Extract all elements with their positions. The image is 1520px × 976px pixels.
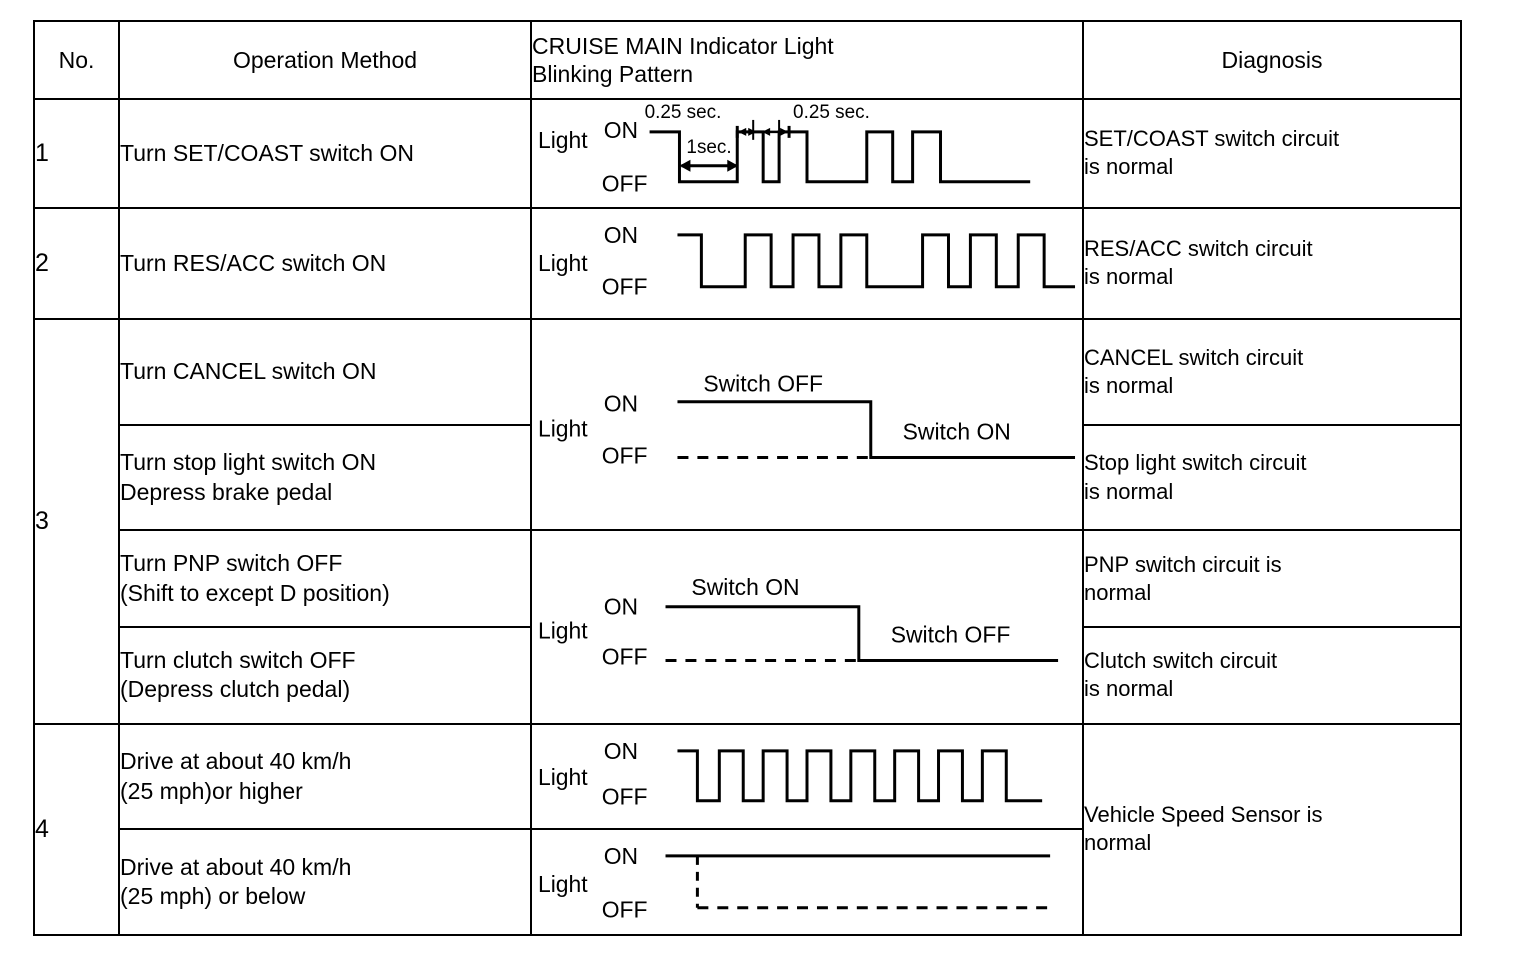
switch-on-label: Switch ON: [903, 419, 1011, 445]
off-label: OFF: [602, 783, 648, 809]
on-label: ON: [604, 117, 638, 143]
row-number-1: 1: [33, 98, 120, 209]
table-row: 3 Turn CANCEL switch ON Light ON OFF Swi…: [33, 318, 1462, 725]
waveform-row3-cancel: Light ON OFF Switch OFF Switch ON: [530, 318, 1084, 532]
header-diagnosis: Diagnosis: [1082, 20, 1462, 100]
waveform-row3-pnp: Light ON OFF Switch ON Switch OFF: [530, 529, 1084, 725]
off-label: OFF: [602, 171, 648, 197]
table-row: Turn clutch switch OFF (Depress clutch p…: [34, 626, 1462, 725]
diagnosis-set-coast: SET/COAST switch circuit is normal: [1082, 98, 1462, 209]
operation-drive-high-speed: Drive at about 40 km/h (25 mph)or higher: [118, 722, 532, 831]
waveform-svg-row2: Light ON OFF: [538, 221, 1076, 299]
table-row: 2 Turn RES/ACC switch ON Light ON OFF RE…: [33, 206, 1462, 321]
table-header-row: No. Operation Method CRUISE MAIN Indicat…: [33, 20, 1462, 100]
waveform-row2: Light ON OFF: [530, 206, 1084, 321]
operation-res-acc: Turn RES/ACC switch ON: [118, 206, 532, 321]
waveform-svg-row4a: Light ON OFF: [538, 738, 1043, 809]
operation-pnp-switch: Turn PNP switch OFF (Shift to except D p…: [118, 529, 532, 629]
off-label: OFF: [602, 897, 648, 923]
waveform-row1: Light ON OFF 0.25 sec. 0.25 sec. 1sec.: [530, 98, 1084, 209]
quarter-sec-right-label: 0.25 sec.: [793, 102, 870, 123]
operation-drive-low-speed: Drive at about 40 km/h (25 mph) or below: [118, 828, 532, 936]
diagnosis-clutch-switch: Clutch switch circuit is normal: [1082, 626, 1462, 725]
switch-on-label: Switch ON: [691, 574, 799, 600]
on-label: ON: [604, 843, 638, 869]
off-label: OFF: [602, 644, 648, 670]
table-row: 1 Turn SET/COAST switch ON Light ON OFF …: [33, 98, 1462, 209]
operation-set-coast: Turn SET/COAST switch ON: [118, 98, 532, 209]
row-number-2: 2: [33, 206, 120, 321]
table-row: Drive at about 40 km/h (25 mph) or below…: [34, 828, 1461, 936]
waveform-row4-steady: Light ON OFF: [530, 828, 1084, 936]
header-no: No.: [33, 20, 120, 100]
table-row: Turn stop light switch ON Depress brake …: [34, 423, 1462, 532]
diagnosis-vehicle-speed-sensor: Vehicle Speed Sensor is normal: [1082, 722, 1462, 936]
light-label: Light: [538, 618, 588, 644]
header-blinking-pattern: CRUISE MAIN Indicator Light Blinking Pat…: [530, 20, 1084, 100]
on-label: ON: [604, 738, 638, 764]
operation-clutch-switch: Turn clutch switch OFF (Depress clutch p…: [118, 626, 532, 725]
header-operation-method: Operation Method: [118, 20, 532, 100]
on-label: ON: [604, 391, 638, 417]
light-label: Light: [538, 249, 588, 275]
diagnosis-res-acc: RES/ACC switch circuit is normal: [1082, 206, 1462, 321]
diagnosis-cancel-switch: CANCEL switch circuit is normal: [1082, 318, 1462, 426]
off-label: OFF: [602, 443, 648, 469]
one-sec-label: 1sec.: [686, 137, 731, 158]
waveform-svg-row1: Light ON OFF 0.25 sec. 0.25 sec. 1sec.: [538, 102, 1031, 197]
on-label: ON: [604, 221, 638, 247]
table-row: 4 Drive at about 40 km/h (25 mph)or high…: [33, 722, 1462, 936]
light-label: Light: [538, 416, 588, 442]
operation-stop-light-switch: Turn stop light switch ON Depress brake …: [118, 423, 532, 532]
operation-cancel-switch: Turn CANCEL switch ON: [118, 318, 532, 426]
table-row: Turn PNP switch OFF (Shift to except D p…: [34, 529, 1462, 725]
light-label: Light: [538, 127, 588, 153]
waveform-svg-row3c: Light ON OFF Switch ON Switch OFF: [538, 574, 1059, 670]
row-number-3: 3: [33, 318, 120, 725]
switch-off-label: Switch OFF: [891, 622, 1011, 648]
diagnosis-pnp-switch: PNP switch circuit is normal: [1082, 529, 1462, 629]
light-label: Light: [538, 871, 588, 897]
waveform-svg-row3a: Light ON OFF Switch OFF Switch ON: [538, 371, 1076, 469]
off-label: OFF: [602, 273, 648, 299]
row-number-4: 4: [33, 722, 120, 936]
waveform-svg-row4b: Light ON OFF: [538, 843, 1051, 923]
diagnosis-stop-light-switch: Stop light switch circuit is normal: [1082, 423, 1462, 532]
switch-off-label: Switch OFF: [703, 371, 823, 397]
on-label: ON: [604, 594, 638, 620]
cruise-diagnosis-table: No. Operation Method CRUISE MAIN Indicat…: [33, 20, 1462, 936]
waveform-row4-fast: Light ON OFF: [530, 722, 1084, 831]
quarter-sec-left-label: 0.25 sec.: [645, 102, 722, 123]
light-label: Light: [538, 764, 588, 790]
